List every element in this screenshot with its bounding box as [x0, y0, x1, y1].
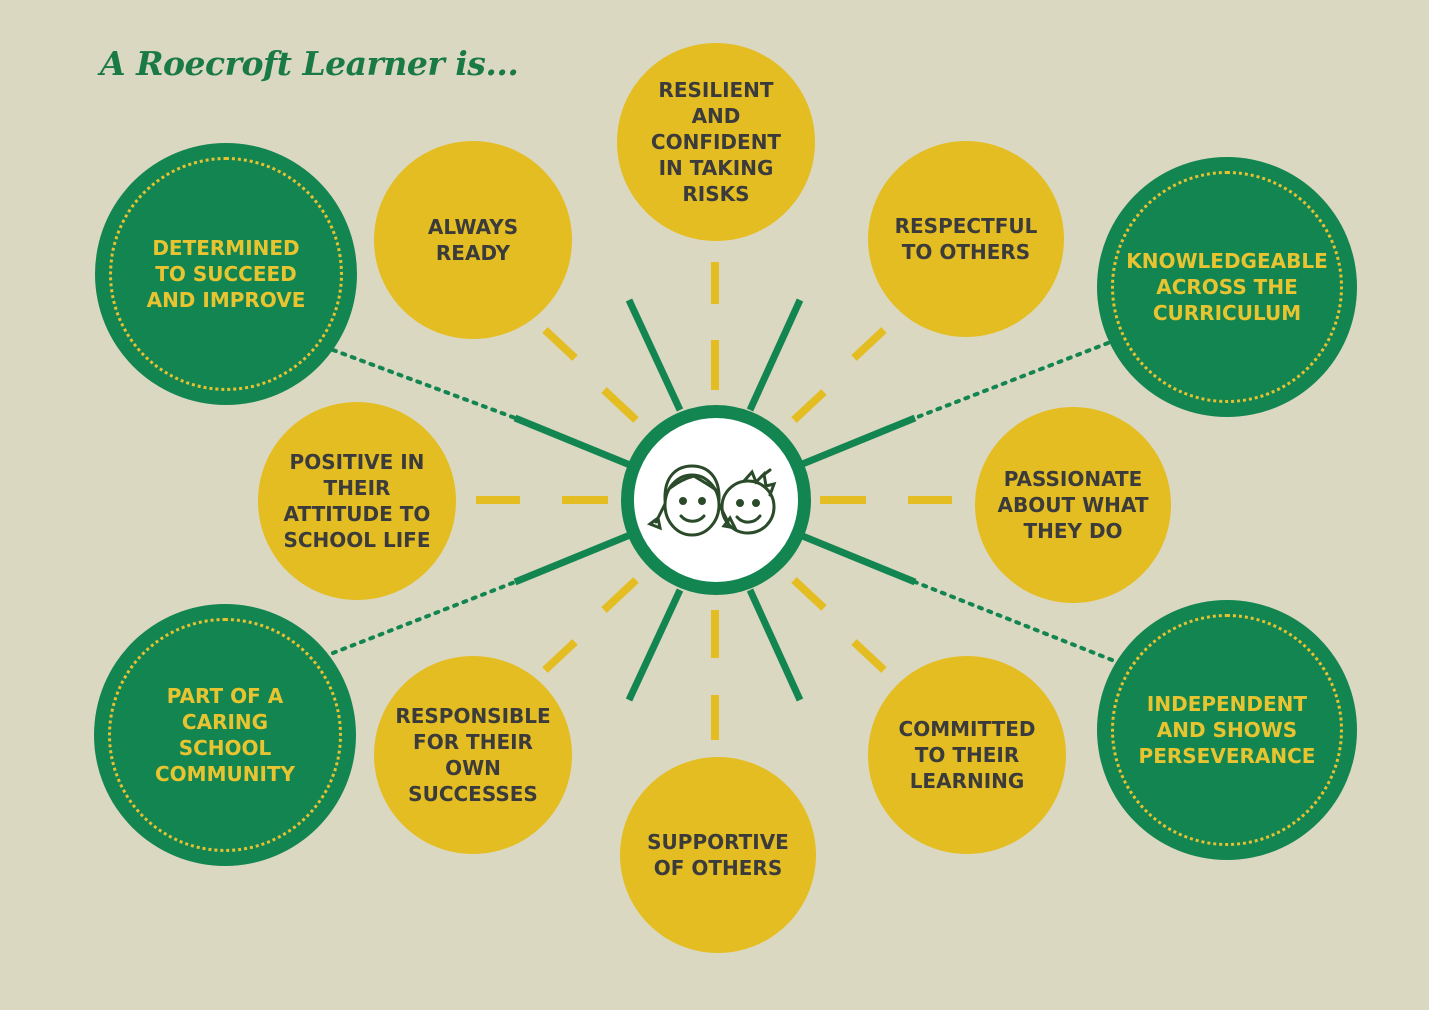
- node-determined: DETERMINED TO SUCCEED AND IMPROVE: [95, 143, 357, 405]
- node-label: RESPONSIBLE FOR THEIR OWN SUCCESSES: [395, 704, 551, 806]
- children-faces-icon: [646, 464, 777, 537]
- spoke-dash: [542, 639, 578, 673]
- node-label: INDEPENDENT AND SHOWS PERSEVERANCE: [1138, 692, 1316, 768]
- dashed-spokes: [476, 262, 952, 740]
- spoke-dash: [851, 639, 887, 673]
- node-independent: INDEPENDENT AND SHOWS PERSEVERANCE: [1097, 600, 1357, 860]
- ray: [746, 588, 804, 702]
- dotted-line: [331, 348, 517, 420]
- ray: [513, 414, 632, 469]
- node-label: PASSIONATE ABOUT WHAT THEY DO: [997, 467, 1149, 543]
- node-committed: COMMITTED TO THEIR LEARNING: [868, 656, 1066, 854]
- dotted-connectors: [331, 341, 1114, 662]
- ray: [513, 531, 632, 586]
- spoke-dash: [851, 327, 887, 361]
- spoke-dash: [601, 387, 639, 423]
- ray: [625, 588, 684, 702]
- spoke-dash: [791, 389, 827, 423]
- ray: [625, 298, 684, 412]
- node-label: PART OF A CARING SCHOOL COMMUNITY: [154, 684, 296, 786]
- center-circle: [621, 405, 811, 595]
- node-label: POSITIVE IN THEIR ATTITUDE TO SCHOOL LIF…: [283, 450, 431, 552]
- node-label: DETERMINED TO SUCCEED AND IMPROVE: [146, 236, 306, 312]
- ray: [798, 414, 917, 469]
- node-supportive: SUPPORTIVE OF OTHERS: [620, 757, 816, 953]
- node-label: COMMITTED TO THEIR LEARNING: [898, 717, 1036, 793]
- spoke-dash: [601, 577, 639, 613]
- node-responsible: RESPONSIBLE FOR THEIR OWN SUCCESSES: [374, 656, 572, 854]
- node-label: RESILIENT AND CONFIDENT IN TAKING RISKS: [650, 78, 782, 206]
- node-label: KNOWLEDGEABLE ACROSS THE CURRICULUM: [1126, 249, 1328, 325]
- ray: [746, 298, 804, 412]
- node-caring: PART OF A CARING SCHOOL COMMUNITY: [94, 604, 356, 866]
- node-label: RESPECTFUL TO OTHERS: [894, 214, 1038, 264]
- node-label: SUPPORTIVE OF OTHERS: [647, 830, 789, 880]
- node-knowledgeable: KNOWLEDGEABLE ACROSS THE CURRICULUM: [1097, 157, 1357, 417]
- page-title: A Roecroft Learner is...: [100, 44, 519, 83]
- node-positive: POSITIVE IN THEIR ATTITUDE TO SCHOOL LIF…: [258, 402, 456, 600]
- node-always-ready: ALWAYS READY: [374, 141, 572, 339]
- node-label: ALWAYS READY: [427, 215, 519, 265]
- dotted-line: [331, 580, 517, 655]
- node-passionate: PASSIONATE ABOUT WHAT THEY DO: [975, 407, 1171, 603]
- spoke-dash: [791, 577, 827, 611]
- spoke-dash: [542, 327, 578, 361]
- node-respectful: RESPECTFUL TO OTHERS: [868, 141, 1064, 337]
- node-resilient: RESILIENT AND CONFIDENT IN TAKING RISKS: [617, 43, 815, 241]
- dotted-line: [913, 341, 1110, 420]
- sun-rays: [513, 298, 917, 702]
- ray: [798, 531, 917, 586]
